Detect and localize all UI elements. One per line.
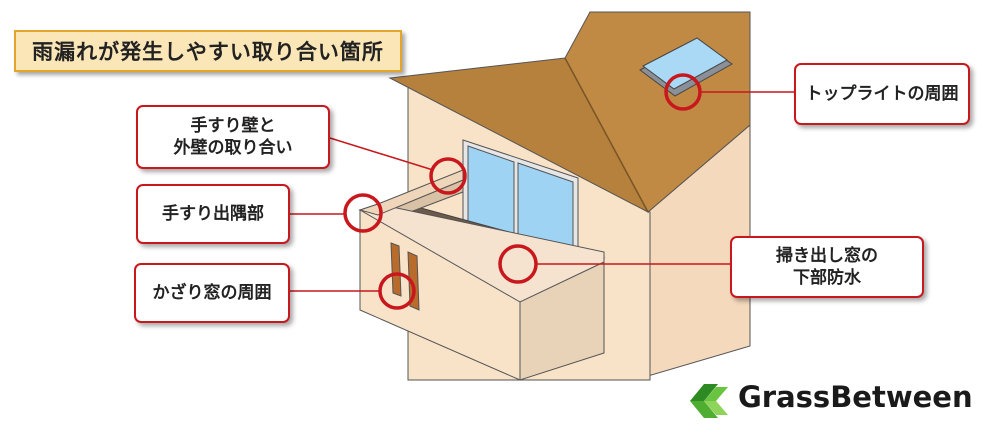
chevron-logo-icon [690,384,728,418]
callout-handrail-corner: 手すり出隅部 [136,184,290,244]
balcony-front-wall [359,209,521,381]
callout-wall-junction: 手すり壁と 外壁の取り合い [136,105,330,169]
callout-handrail-corner-label: 手すり出隅部 [162,203,264,224]
callout-sweep-window: 掃き出し窓の 下部防水 [730,236,924,298]
callout-toplight: トップライトの周囲 [794,63,970,125]
highlight-decorative-window [378,272,416,310]
highlight-handrail-corner [343,193,383,233]
callout-sweep-window-line1: 掃き出し窓の [776,245,878,266]
leader-wall-junction [329,137,434,171]
decorative-window-1 [390,242,402,297]
grassbetween-logo: GrassBetween [688,376,973,424]
callout-decorative-window: かざり窓の周囲 [134,263,290,323]
highlight-wall-junction [429,157,467,195]
skylight-glass [642,37,728,90]
roof-ridge [564,57,649,213]
callout-sweep-window-line2: 下部防水 [793,268,861,288]
page-title: 雨漏れが発生しやすい取り合い箇所 [14,30,402,72]
logo-text: GrassBetween [738,380,973,414]
highlight-sweep-window [498,244,538,284]
highlight-toplight [664,73,702,111]
callout-wall-junction-line1: 手すり壁と [190,115,276,136]
decorative-window-2 [407,251,420,311]
callout-toplight-label: トップライトの周囲 [805,83,959,104]
callout-decorative-window-label: かざり窓の周囲 [152,282,272,303]
callout-wall-junction-line2: 外壁の取り合い [173,138,293,158]
balcony-side-top [358,169,464,216]
